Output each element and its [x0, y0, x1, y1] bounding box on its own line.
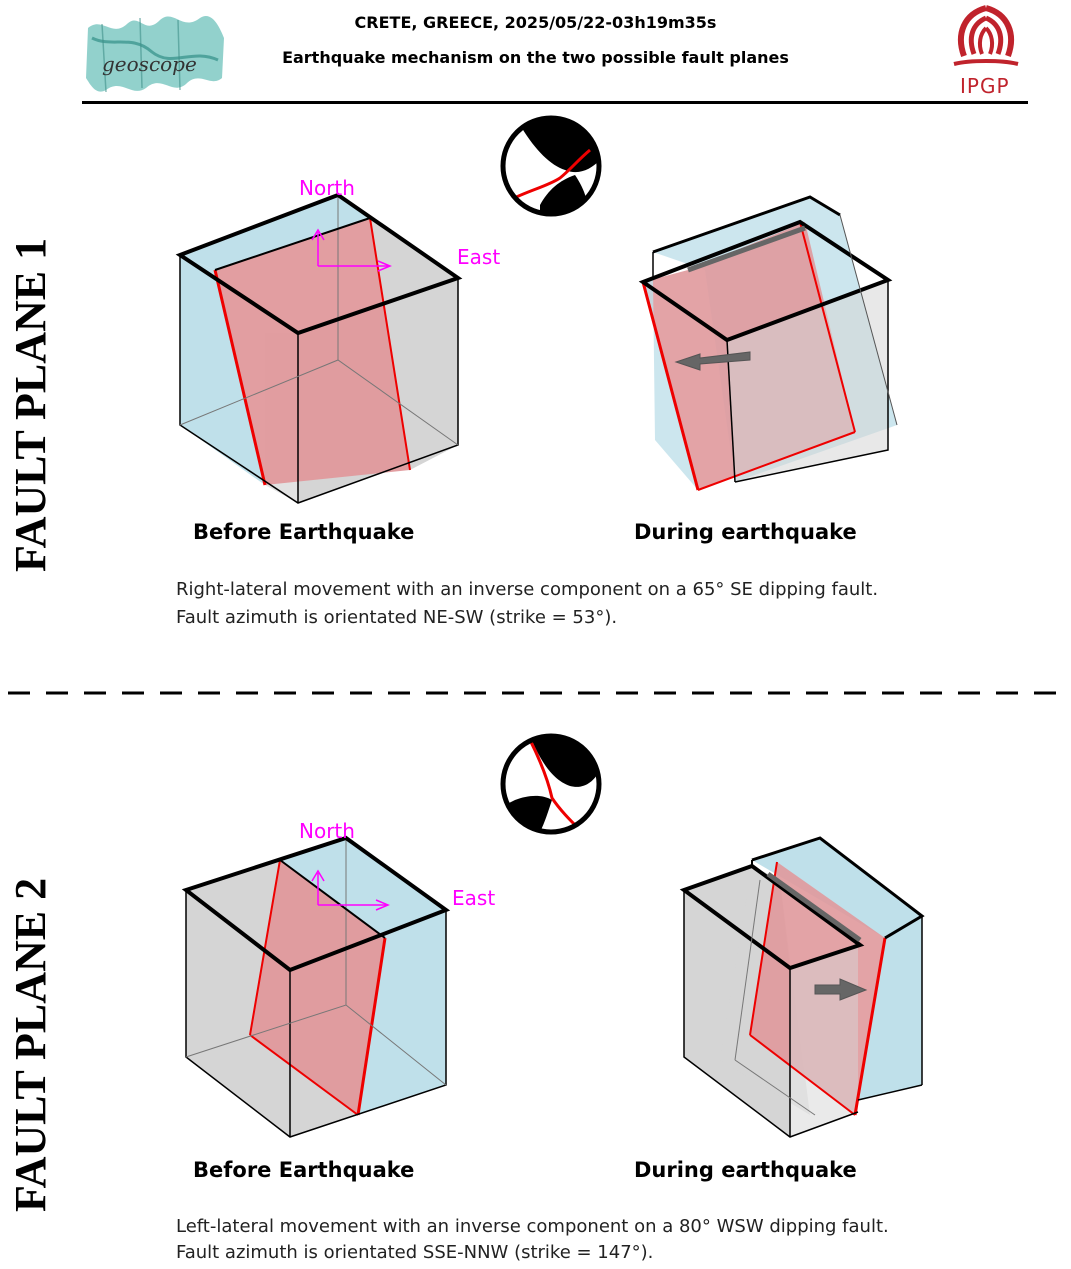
description-line-2: Fault azimuth is orientated SSE-NNW (str… [176, 1242, 654, 1263]
ipgp-logo-text: IPGP [960, 74, 1010, 98]
description-line-2: Fault azimuth is orientated NE-SW (strik… [176, 607, 618, 628]
east-label: East [452, 886, 496, 910]
before-caption: Before Earthquake [193, 520, 415, 544]
description-line-1: Left-lateral movement with an inverse co… [176, 1216, 889, 1237]
during-block [679, 836, 925, 1138]
fault-plane [250, 860, 385, 1115]
beachball-icon [500, 115, 602, 217]
during-block [638, 195, 898, 491]
fault-plane [215, 218, 410, 485]
geoscope-logo-icon [86, 16, 224, 93]
side-label: FAULT PLANE 2 [6, 877, 55, 1212]
before-block [181, 835, 451, 1138]
east-label: East [457, 245, 501, 269]
slip-arrow-icon [814, 978, 868, 1001]
slip-arrow-icon [674, 351, 751, 371]
before-caption: Before Earthquake [193, 1158, 415, 1182]
geoscope-logo: geoscope [82, 8, 227, 96]
during-caption: During earthquake [634, 520, 857, 544]
north-label: North [299, 819, 355, 843]
during-caption: During earthquake [634, 1158, 857, 1182]
before-block [175, 192, 463, 504]
page-title: CRETE, GREECE, 2025/05/22-03h19m35s [354, 13, 717, 32]
north-label: North [299, 176, 355, 200]
ipgp-logo: IPGP [946, 4, 1026, 98]
beachball-icon [500, 733, 602, 835]
ipgp-logo-icon [953, 5, 1019, 66]
description-line-1: Right-lateral movement with an inverse c… [176, 579, 879, 600]
geoscope-logo-text: geoscope [102, 52, 197, 76]
page-subtitle: Earthquake mechanism on the two possible… [282, 48, 789, 67]
header-rule [82, 101, 1028, 104]
